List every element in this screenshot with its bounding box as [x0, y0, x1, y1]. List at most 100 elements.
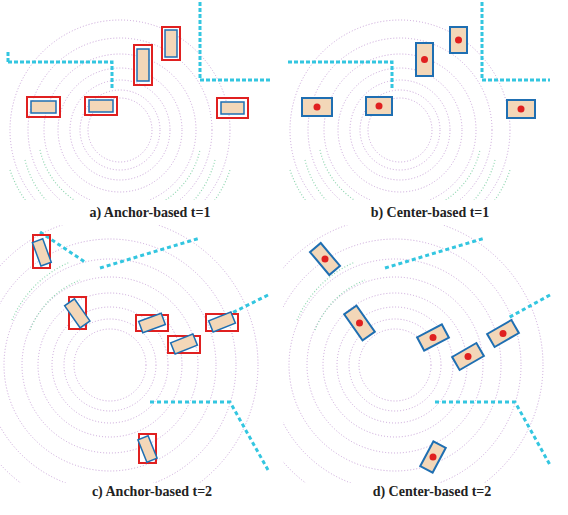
wall: [100, 238, 200, 268]
point-cloud-panel: [283, 225, 550, 483]
lidar-ring: [0, 239, 236, 483]
object-box: [138, 436, 157, 462]
panel-caption: d) Center-based t=2: [373, 484, 492, 500]
object-box: [221, 102, 244, 114]
object-box: [32, 239, 51, 266]
panel-caption: a) Anchor-based t=1: [89, 205, 210, 221]
lidar-ring: [308, 38, 492, 200]
wall: [8, 62, 112, 88]
ground-ring: [305, 160, 495, 200]
lidar-ring: [290, 20, 510, 200]
lidar-ring: [70, 80, 170, 180]
ego-hole: [82, 337, 138, 393]
center-boxes: [310, 243, 519, 473]
center-dot: [356, 320, 363, 327]
panel-caption: c) Anchor-based t=2: [92, 484, 212, 500]
lidar-ring: [307, 277, 483, 453]
lidar-ring: [338, 68, 462, 192]
lidar-ring: [44, 54, 196, 200]
ground-ring: [40, 150, 200, 200]
point-cloud-panel: [288, 2, 550, 200]
anchor-boxes: [27, 27, 248, 118]
object-box: [310, 243, 340, 275]
lidar-rings: [290, 20, 510, 200]
ego-hole: [367, 337, 423, 393]
center-dot: [465, 353, 472, 360]
lidar-ring: [323, 293, 467, 437]
anchor-boxes: [32, 235, 238, 463]
wall: [7, 50, 10, 62]
lidar-ring: [360, 90, 440, 170]
lidar-ring: [289, 259, 501, 471]
anchor-box: [217, 98, 248, 118]
lidar-ring: [324, 54, 476, 200]
object-box: [302, 98, 332, 116]
anchor-box: [162, 27, 180, 60]
point-cloud-panel: [8, 2, 272, 200]
ground-ring: [320, 150, 480, 200]
wall: [200, 2, 272, 80]
object-box: [450, 27, 467, 53]
object-box: [65, 299, 90, 328]
center-dot: [430, 454, 437, 461]
ego-hole: [96, 106, 144, 154]
lidar-ring: [350, 80, 450, 180]
lidar-ring: [80, 90, 160, 170]
lidar-ring: [283, 225, 543, 483]
object-box: [171, 334, 198, 354]
anchor-box: [134, 45, 152, 85]
lidar-ring: [0, 225, 258, 483]
lidar-ring: [28, 38, 212, 200]
object-box: [31, 101, 56, 113]
wall-points: [385, 238, 550, 465]
lidar-rings: [283, 225, 543, 483]
lidar-ring: [88, 98, 152, 162]
object-box: [89, 100, 113, 112]
wall: [288, 62, 392, 88]
wall-points: [288, 2, 550, 88]
center-dot: [455, 37, 462, 44]
object-box: [487, 320, 519, 347]
ground-ring: [290, 170, 510, 200]
lidar-rings: [0, 225, 258, 483]
object-box: [344, 306, 375, 341]
lidar-ring: [74, 329, 146, 401]
ground-rings: [290, 150, 510, 200]
object-box: [139, 313, 166, 332]
object-box: [416, 43, 433, 76]
point-cloud-panel: [0, 225, 268, 483]
wall: [150, 402, 268, 470]
wall: [508, 295, 550, 318]
lidar-ring: [4, 259, 216, 471]
center-dot: [500, 330, 507, 337]
ground-ring: [315, 280, 365, 330]
lidar-ring: [22, 277, 198, 453]
wall: [482, 2, 550, 80]
center-dot: [314, 104, 321, 111]
ground-ring: [10, 170, 230, 200]
lidar-ring: [283, 239, 521, 483]
center-boxes: [302, 27, 535, 118]
center-dot: [421, 56, 428, 63]
center-dot: [376, 103, 383, 110]
object-box: [366, 97, 392, 115]
lidar-ring: [10, 20, 230, 200]
wall-points: [8, 2, 272, 88]
wall-points: [40, 232, 268, 470]
center-dot: [430, 334, 437, 341]
ground-ring: [25, 160, 215, 200]
wall: [435, 402, 550, 465]
lidar-ring: [368, 98, 432, 162]
wall: [385, 238, 485, 268]
anchor-box: [85, 97, 117, 115]
anchor-box: [27, 97, 60, 117]
object-box: [452, 343, 484, 370]
object-box: [137, 49, 149, 81]
object-box: [417, 324, 449, 350]
center-dot: [322, 256, 329, 263]
lidar-ring: [58, 68, 182, 192]
lidar-ring: [38, 293, 182, 437]
object-box: [209, 312, 236, 332]
object-box: [420, 441, 446, 472]
